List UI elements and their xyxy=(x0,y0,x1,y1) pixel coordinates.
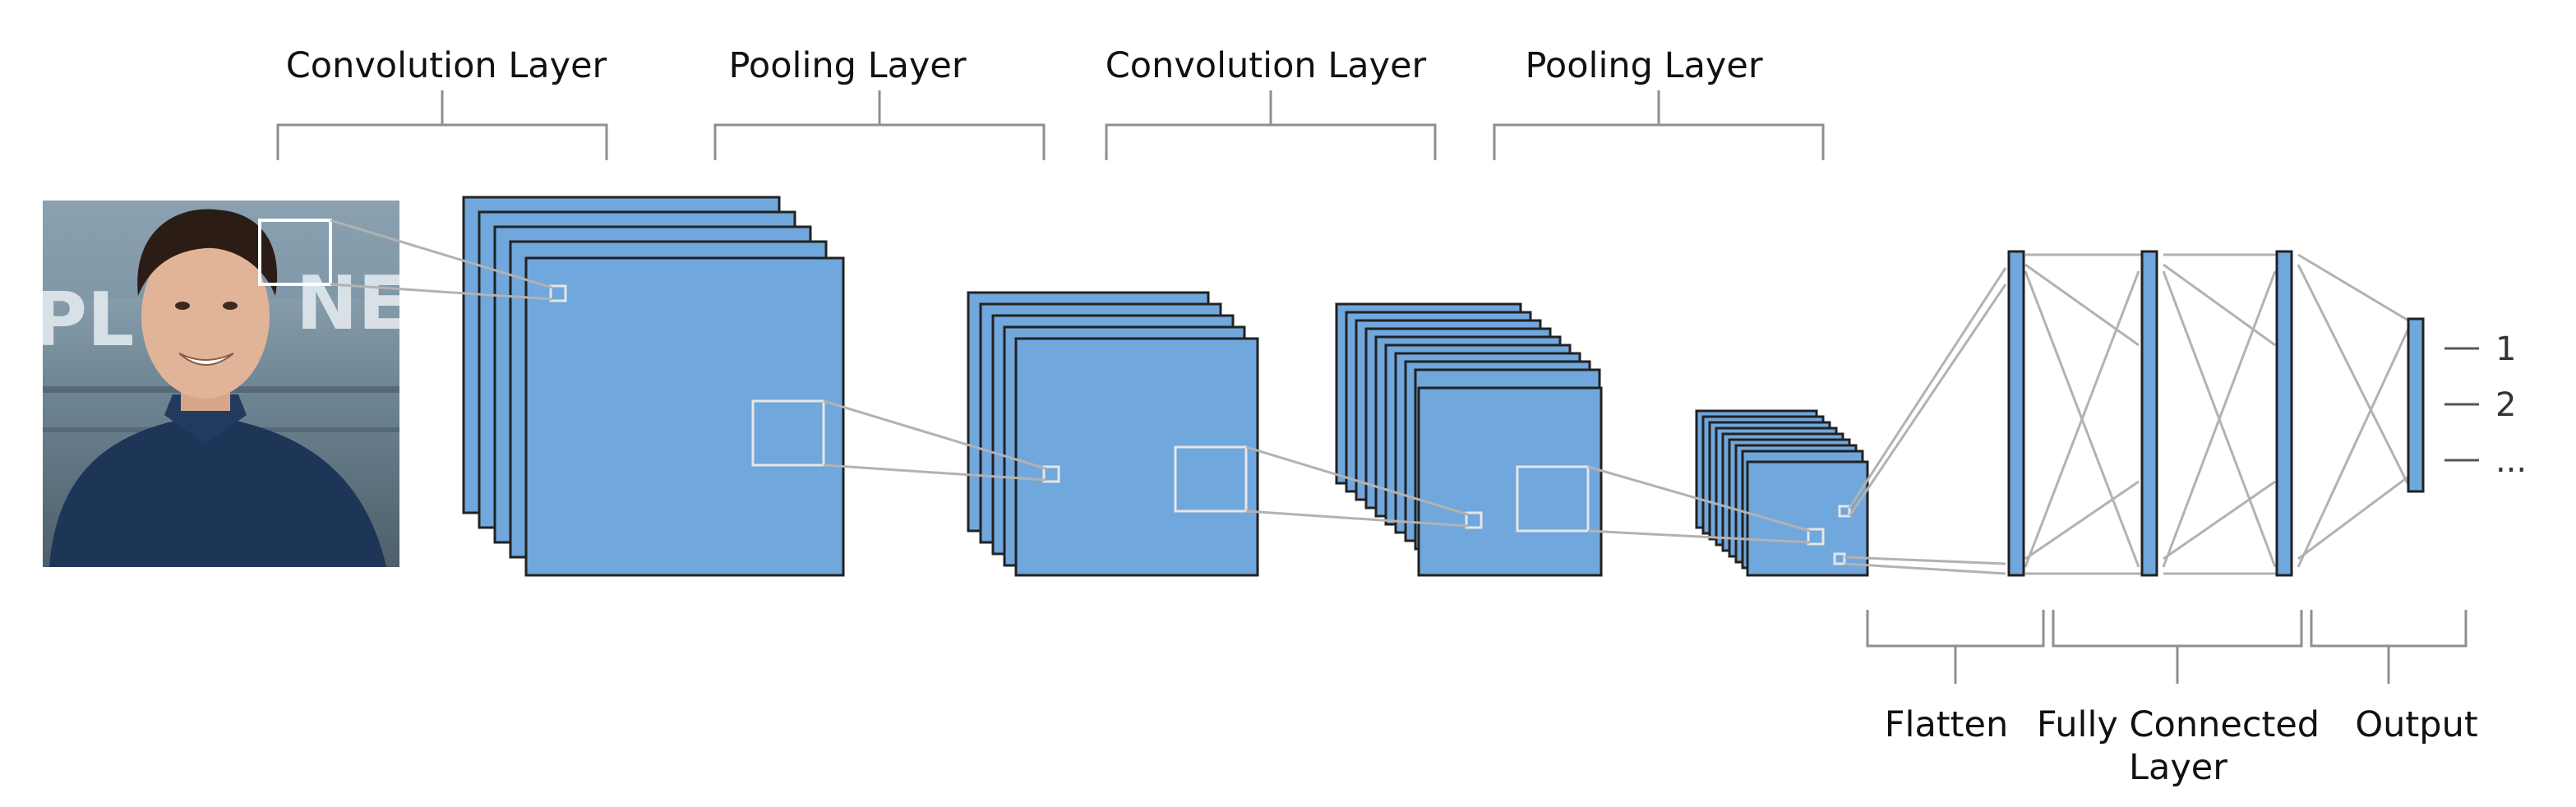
flatten-vector xyxy=(2007,250,2025,577)
conv1-feature-maps xyxy=(462,196,845,577)
label-output: Output xyxy=(2355,704,2477,745)
bracket-convolution-layer-1 xyxy=(276,90,608,160)
svg-text:NE: NE xyxy=(296,261,409,347)
pool2-feature-maps xyxy=(1695,409,1869,577)
fully-connected-layer-1 xyxy=(2140,250,2158,577)
pool1-map xyxy=(1014,337,1259,577)
output-class-labels: 1 2 ... xyxy=(2444,330,2527,480)
receptive-field-connectors xyxy=(330,219,1811,544)
output-class-1: 1 xyxy=(2495,330,2516,368)
conv2-target-pixel xyxy=(1465,511,1483,529)
conv1-window xyxy=(751,399,825,467)
conv2-map xyxy=(1417,386,1603,577)
conv2-window xyxy=(1516,465,1590,533)
bracket-output xyxy=(2310,610,2468,684)
conv2-feature-maps xyxy=(1335,302,1603,577)
pool2-pixel-bottom xyxy=(1833,552,1846,565)
input-filter-window xyxy=(258,219,332,286)
conv1-target-pixel xyxy=(549,284,567,302)
label-convolution-layer-2: Convolution Layer xyxy=(1106,45,1427,86)
bracket-flatten xyxy=(1866,610,2045,684)
label-fully-connected-line1: Fully Connected xyxy=(2037,704,2320,745)
bracket-convolution-layer-2 xyxy=(1105,90,1437,160)
pool1-feature-maps xyxy=(967,291,1259,577)
output-class-more: ... xyxy=(2495,442,2527,480)
label-flatten: Flatten xyxy=(1885,704,2008,745)
bracket-pooling-layer-1 xyxy=(713,90,1046,160)
input-image: PL NE xyxy=(33,201,409,567)
label-fully-connected-line2: Layer xyxy=(2129,747,2227,788)
svg-text:PL: PL xyxy=(33,277,134,363)
pool1-target-pixel xyxy=(1042,465,1060,483)
output-layer xyxy=(2407,317,2425,493)
label-convolution-layer-1: Convolution Layer xyxy=(286,45,607,86)
output-class-2: 2 xyxy=(2495,386,2516,424)
flatten-connectors xyxy=(1844,267,2007,575)
conv1-map xyxy=(524,256,845,577)
pool2-pixel-top xyxy=(1838,505,1851,518)
label-pooling-layer-1: Pooling Layer xyxy=(728,45,966,86)
pool1-window xyxy=(1174,445,1248,513)
bracket-fully-connected-layer xyxy=(2052,610,2303,684)
bracket-pooling-layer-2 xyxy=(1493,90,1825,160)
fc-connectors xyxy=(2024,253,2410,575)
fully-connected-layer-2 xyxy=(2275,250,2293,577)
pool2-target-pixel xyxy=(1807,528,1825,546)
label-pooling-layer-2: Pooling Layer xyxy=(1525,45,1762,86)
